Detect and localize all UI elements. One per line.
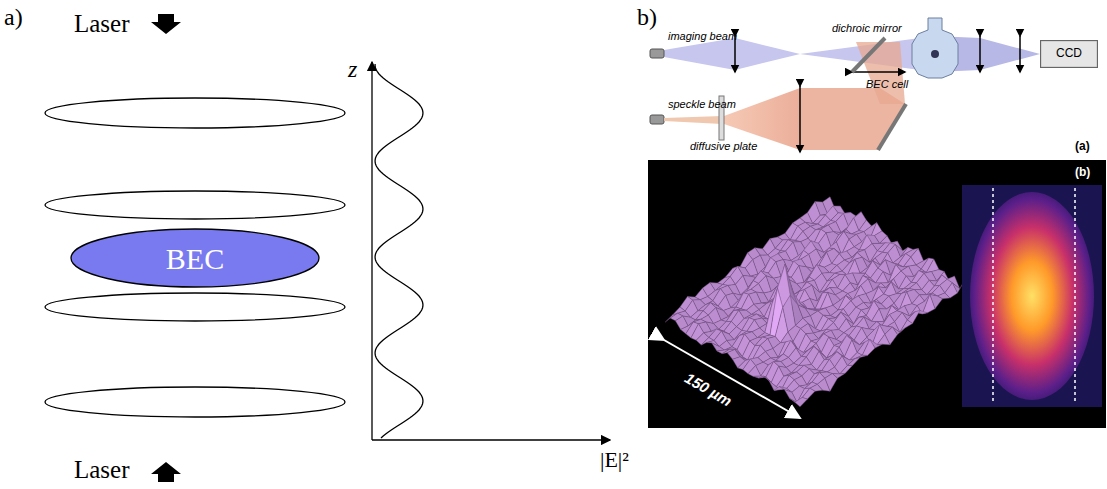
- panel-label: a): [4, 4, 23, 30]
- setup-schematic: [650, 18, 1040, 152]
- node-text: CCD: [1056, 47, 1082, 60]
- lattice-planes: [45, 98, 345, 417]
- laser-label: Laser: [74, 10, 130, 38]
- image-background: [648, 160, 1106, 428]
- plot-axes: [372, 62, 610, 440]
- scale-arrow: [664, 340, 800, 418]
- part-label: BEC cell: [866, 78, 908, 90]
- subfigure-label: (a): [1075, 140, 1090, 153]
- part-label: imaging beam: [668, 30, 737, 42]
- ccd-box: CCD: [1040, 40, 1098, 68]
- axis-label: z: [348, 56, 357, 82]
- part-label: speckle beam: [668, 98, 736, 110]
- intensity-curve: [375, 64, 423, 438]
- part-label: diffusive plate: [690, 140, 757, 152]
- subfigure-label: (b): [1075, 166, 1090, 179]
- bec-ellipse: BEC: [70, 228, 320, 288]
- panel-label: b): [637, 4, 657, 30]
- node-text: BEC: [166, 242, 224, 275]
- atom-cloud-image: [962, 185, 1102, 407]
- axis-label: |E|²: [600, 448, 629, 472]
- speckle-surface: [665, 197, 965, 407]
- part-label: dichroic mirror: [832, 22, 902, 34]
- laser-label: Laser: [74, 456, 130, 484]
